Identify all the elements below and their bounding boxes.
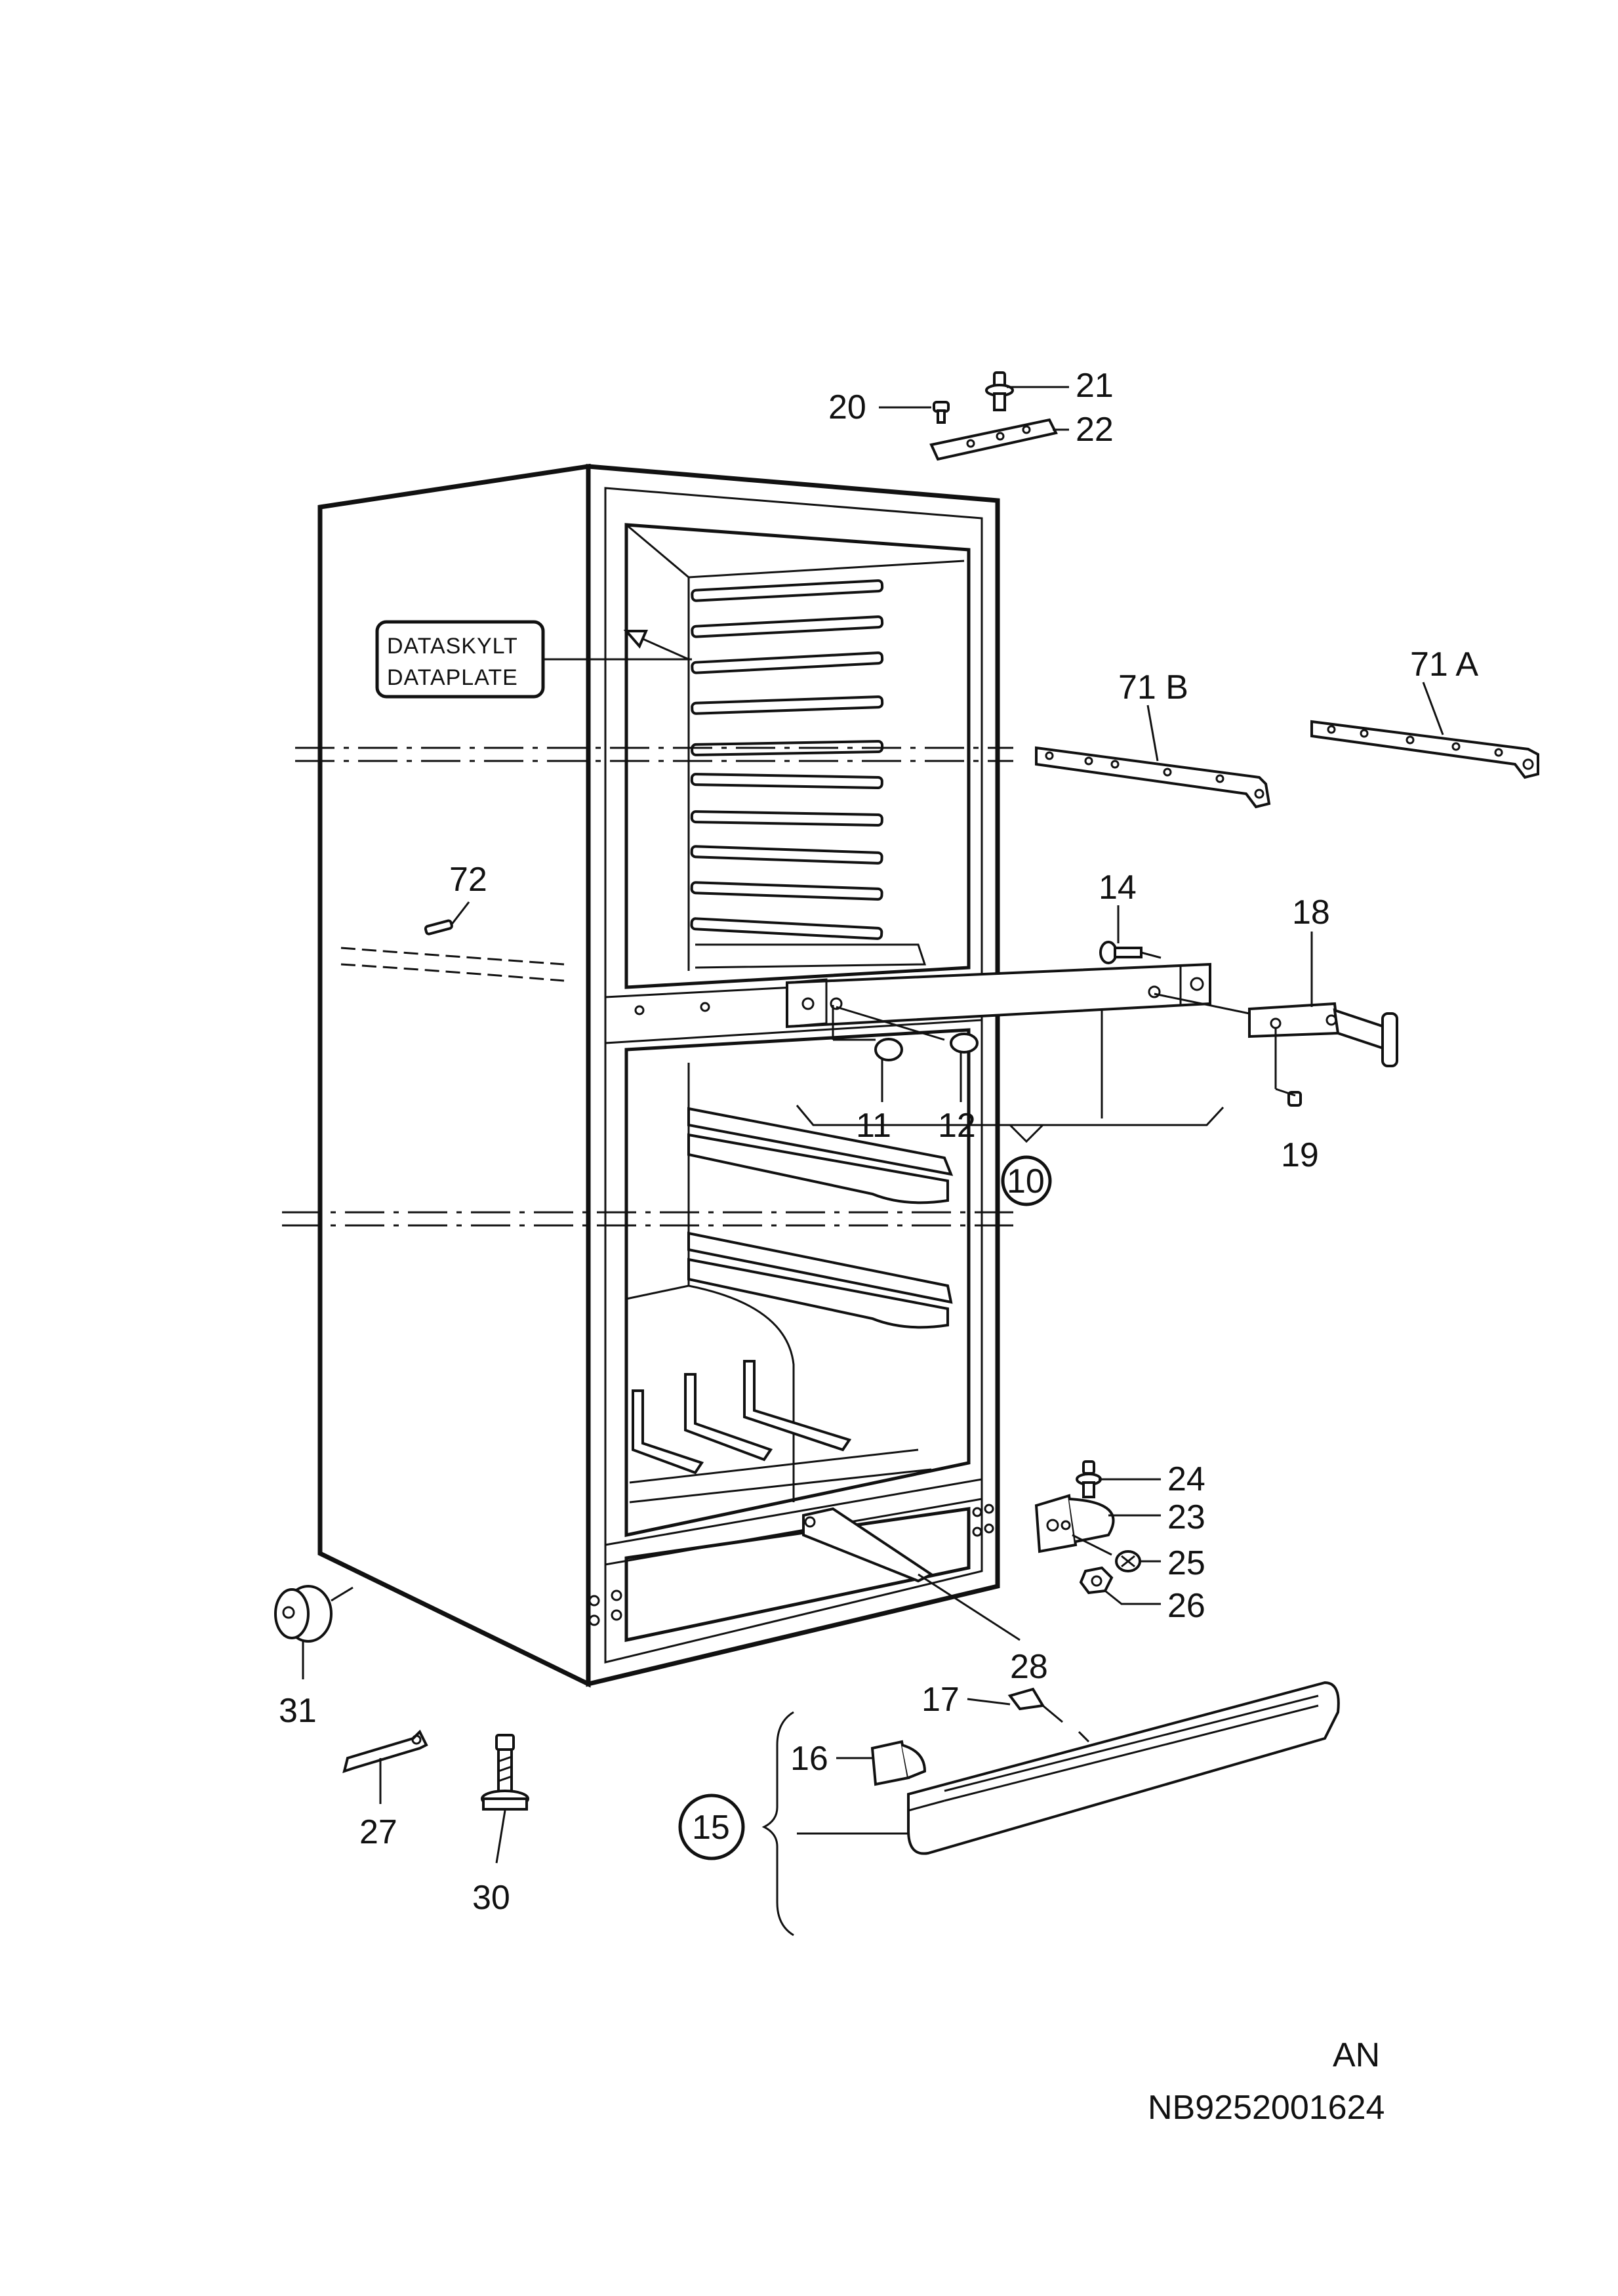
- label-25: 25: [1167, 1544, 1205, 1582]
- lower-shelf-guides: [687, 1107, 954, 1329]
- side-screw-row-72: 72: [340, 861, 565, 982]
- bottom-rails: [629, 1360, 932, 1504]
- door-shelf-15: 17 16 15: [678, 1681, 1340, 1937]
- label-10: 10: [1007, 1162, 1045, 1200]
- cabinet-body: [317, 463, 1000, 1688]
- label-26: 26: [1167, 1587, 1205, 1625]
- adjustable-foot-30: 30: [472, 1734, 529, 1917]
- foot-31: 31: [274, 1585, 354, 1730]
- label-31: 31: [279, 1692, 317, 1730]
- label-17: 17: [921, 1681, 960, 1719]
- top-hinge-assembly: 20 21 22: [828, 367, 1114, 461]
- wrench-27: 27: [342, 1729, 428, 1851]
- label-71a: 71 A: [1410, 646, 1478, 684]
- label-19: 19: [1281, 1136, 1319, 1174]
- label-24: 24: [1167, 1460, 1205, 1498]
- label-15: 15: [692, 1809, 730, 1847]
- footer-number: NB9252001624: [1148, 2089, 1385, 2127]
- handle-assembly-10: 14 11 12 10 18 19: [786, 869, 1398, 1206]
- dataplate-line2: DATAPLATE: [387, 665, 518, 690]
- label-14: 14: [1099, 869, 1137, 907]
- rail-71b: 71 B: [1035, 668, 1271, 809]
- upper-shelf-guides: [690, 579, 927, 969]
- drawer-slide-28: [802, 1507, 1021, 1641]
- label-20: 20: [828, 388, 866, 426]
- lower-hinge-assembly: 24 23 25 26: [1034, 1460, 1205, 1625]
- label-28: 28: [1010, 1648, 1048, 1686]
- dataplate-callout: DATASKYLT DATAPLATE: [375, 620, 692, 699]
- label-27: 27: [359, 1813, 397, 1851]
- label-18: 18: [1292, 893, 1330, 932]
- footer-code: AN: [1333, 2036, 1380, 2074]
- label-21: 21: [1076, 367, 1114, 405]
- label-71b: 71 B: [1118, 668, 1188, 707]
- label-72: 72: [449, 861, 487, 899]
- label-22: 22: [1076, 411, 1114, 449]
- rail-71a: 71 A: [1310, 646, 1539, 779]
- dataplate-line1: DATASKYLT: [387, 634, 518, 659]
- label-30: 30: [472, 1879, 510, 1917]
- label-16: 16: [790, 1740, 828, 1778]
- label-23: 23: [1167, 1498, 1205, 1536]
